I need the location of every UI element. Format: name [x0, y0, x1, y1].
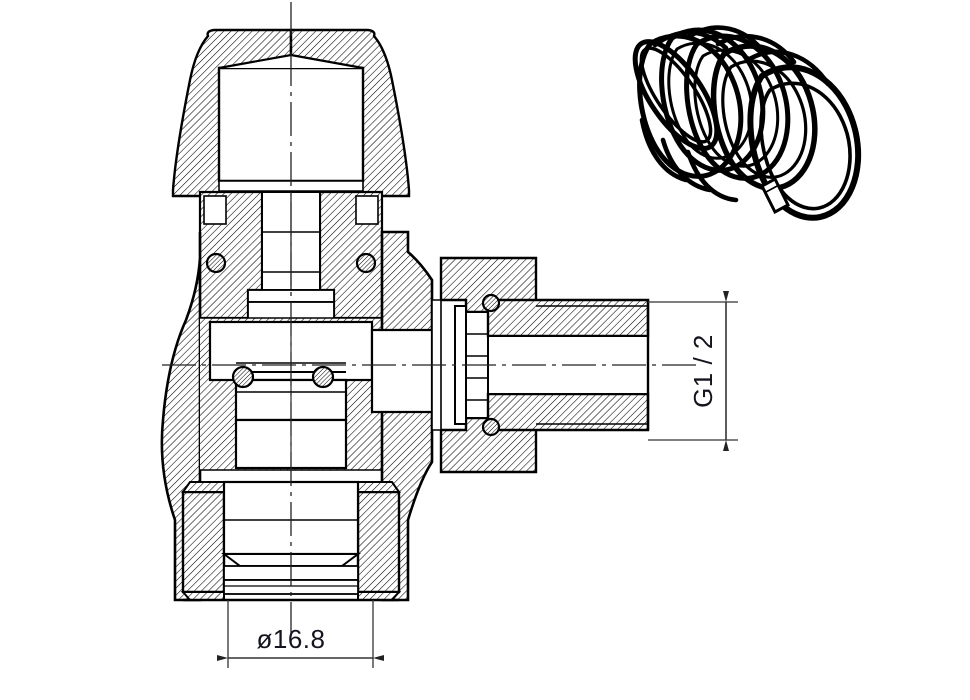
tail-piece-g12	[486, 298, 650, 432]
valve-bottom-nut	[180, 480, 402, 602]
spring-turn-1	[637, 33, 744, 179]
o-rings	[205, 252, 501, 437]
centrelines	[162, 2, 700, 640]
spring-ground-end	[760, 176, 790, 215]
dim-label-thread-size: G1 / 2	[688, 334, 718, 408]
dimension-bore-diameter: ø16.8	[217, 600, 384, 668]
dim-label-bore-diameter: ø16.8	[257, 624, 326, 654]
coil-spring-isometric	[632, 25, 862, 221]
dimension-thread-size: G1 / 2	[648, 291, 738, 451]
